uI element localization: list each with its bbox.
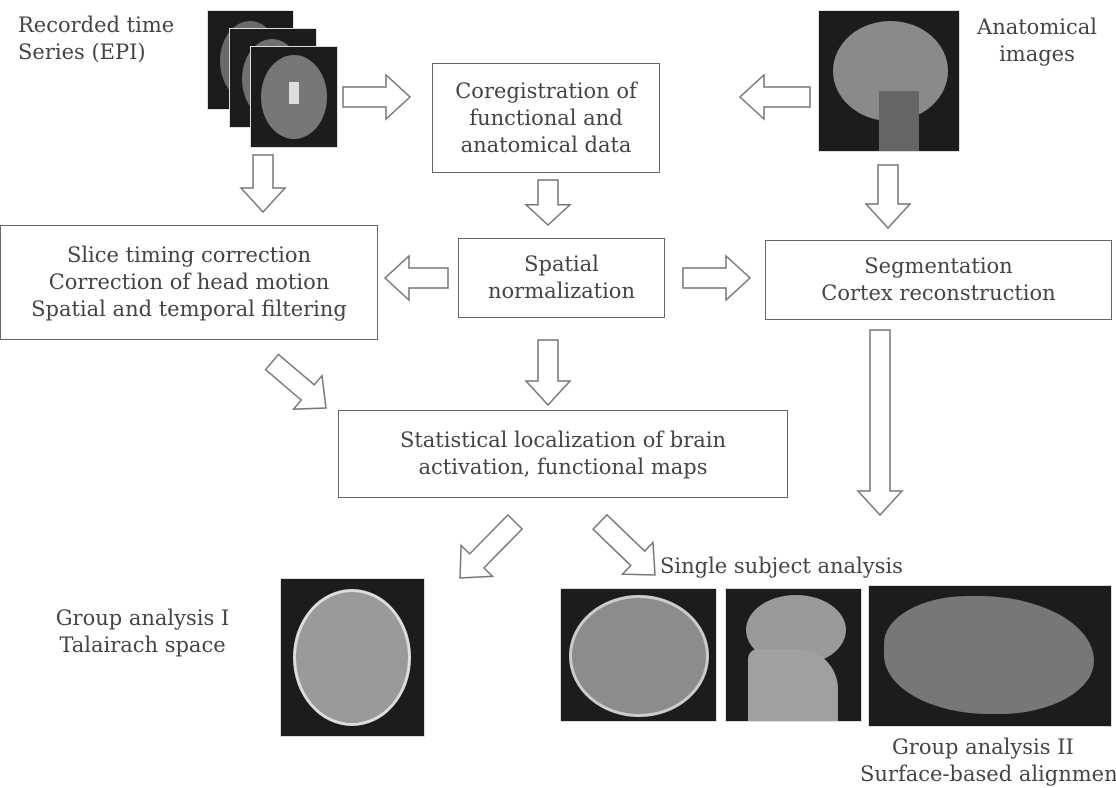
box-line: Correction of head motion	[48, 270, 330, 294]
box-line: functional and	[469, 105, 623, 130]
arrow-anatomical-to-segmentation-icon	[864, 164, 912, 230]
arrow-normalization-to-statistics-icon	[524, 339, 572, 407]
box-line: Spatial and temporal filtering	[31, 297, 347, 321]
anatomical-label-line: Anatomical	[977, 15, 1097, 39]
axial-brain-image	[560, 588, 717, 722]
group2-label: Group analysis II Surface-based alignmen…	[860, 734, 1116, 788]
box-line: Segmentation	[864, 254, 1013, 278]
box-line: Cortex reconstruction	[821, 281, 1056, 305]
flattened-cortex-image	[868, 585, 1112, 727]
box-line: normalization	[488, 279, 635, 303]
arrow-preprocessing-to-statistics-icon	[264, 353, 327, 410]
arrow-normalization-to-segmentation-icon	[682, 254, 752, 302]
arrow-epi-to-preprocessing-icon	[239, 154, 287, 214]
arrow-statistics-to-group1-icon	[459, 513, 524, 579]
arrow-segmentation-to-surface-icon	[856, 329, 904, 517]
group1-label-line: Talairach space	[59, 633, 226, 657]
talairach-brain-image	[280, 578, 425, 737]
single-subject-label: Single subject analysis	[660, 554, 903, 578]
arrow-coregistration-to-normalization-icon	[524, 179, 572, 227]
normalization-box: Spatial normalization	[458, 238, 665, 318]
epi-slice-image	[250, 46, 338, 148]
arrow-epi-to-coregistration-icon	[342, 73, 412, 121]
statistics-box: Statistical localization of brain activa…	[338, 410, 788, 498]
head-surface-image	[725, 588, 862, 722]
box-line: activation, functional maps	[418, 455, 708, 479]
epi-label-line: Recorded time	[18, 13, 175, 37]
box-line: Coregistration of	[455, 78, 637, 103]
anatomical-label: Anatomical images	[962, 14, 1112, 68]
coregistration-box: Coregistration of functional and anatomi…	[432, 63, 660, 173]
anatomical-label-line: images	[999, 42, 1075, 66]
group2-label-line: Group analysis II	[892, 735, 1074, 759]
group2-label-line: Surface-based alignment	[860, 762, 1116, 786]
anatomical-sagittal-image	[818, 10, 960, 152]
box-line: Statistical localization of brain	[399, 428, 727, 452]
box-line: Slice timing correction	[66, 243, 312, 267]
epi-label-line: Series (EPI)	[18, 40, 146, 64]
group1-label: Group analysis I Talairach space	[35, 605, 250, 659]
segmentation-box: Segmentation Cortex reconstruction	[765, 240, 1112, 320]
arrow-normalization-to-preprocessing-icon	[383, 254, 449, 302]
preprocessing-box: Slice timing correction Correction of he…	[0, 225, 378, 340]
arrow-anatomical-to-coregistration-icon	[738, 73, 811, 121]
box-line: anatomical data	[460, 132, 632, 157]
epi-label: Recorded time Series (EPI)	[18, 12, 174, 66]
arrow-statistics-to-single-subject-icon	[592, 513, 656, 576]
box-line: Spatial	[524, 252, 599, 276]
group1-label-line: Group analysis I	[55, 606, 230, 630]
